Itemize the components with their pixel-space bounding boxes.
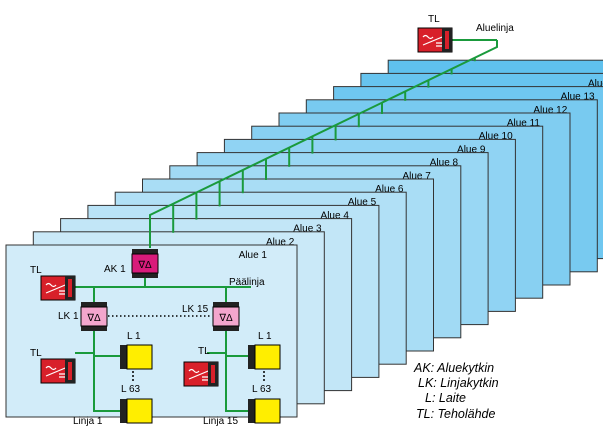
area-coupler: ∇Δ bbox=[131, 249, 159, 278]
bus-wires bbox=[75, 278, 251, 412]
area-label-3: Alue 3 bbox=[293, 224, 322, 235]
line-15-power-supply-icon bbox=[183, 361, 219, 387]
backbone-drops bbox=[172, 58, 476, 233]
line-coupler-15-symbol: ∇Δ bbox=[218, 313, 233, 324]
area-label-5: Alue 5 bbox=[348, 197, 377, 208]
line-coupler-1: ∇Δ bbox=[80, 302, 108, 331]
area-label-14: Alue 14 bbox=[588, 78, 603, 89]
line-1-last-device bbox=[120, 398, 153, 424]
area-coupler-symbol: ∇Δ bbox=[137, 260, 152, 271]
area-label-10: Alue 10 bbox=[479, 131, 513, 142]
main-line-label: Päälinja bbox=[229, 277, 265, 288]
line-1-last-device-label: L 63 bbox=[121, 384, 141, 395]
area-label-12: Alue 12 bbox=[533, 105, 567, 116]
line-coupler-15-label: LK 15 bbox=[182, 304, 209, 315]
main-line-supply-label: TL bbox=[30, 265, 42, 276]
main-line-power-supply-icon bbox=[40, 275, 76, 301]
line-coupler-15: ∇Δ bbox=[212, 302, 240, 331]
legend-teholahde: TL: Teholähde bbox=[416, 407, 496, 421]
legend-laite: L: Laite bbox=[425, 391, 466, 405]
line-1-label: Linja 1 bbox=[73, 416, 103, 427]
backbone-label: Aluelinja bbox=[476, 23, 514, 34]
backbone: TL Aluelinja bbox=[149, 14, 514, 248]
area-label-1: Alue 1 bbox=[239, 250, 268, 261]
line-15-first-device-label: L 1 bbox=[258, 331, 272, 342]
line-15-first-device bbox=[248, 344, 281, 370]
line-1-ellipsis bbox=[132, 371, 134, 381]
line-15-last-device bbox=[248, 398, 281, 424]
line-1-first-device-label: L 1 bbox=[127, 331, 141, 342]
line-15-ellipsis bbox=[263, 371, 265, 381]
legend-linjakytkin: LK: Linjakytkin bbox=[418, 376, 499, 390]
line-coupler-1-symbol: ∇Δ bbox=[86, 313, 101, 324]
area-coupler-label: AK 1 bbox=[104, 264, 126, 275]
line-15-label: Linja 15 bbox=[203, 416, 238, 427]
area-1-content: ∇Δ AK 1 ∇Δ LK 1 ∇Δ LK 15 Päälinja TL TL … bbox=[30, 249, 281, 427]
legend-aluekytkin: AK: Aluekytkin bbox=[413, 361, 494, 375]
line-1-power-supply-icon bbox=[40, 358, 76, 384]
line-15-last-device-label: L 63 bbox=[252, 384, 272, 395]
line-15-supply-label: TL bbox=[198, 346, 210, 357]
area-label-9: Alue 9 bbox=[457, 144, 486, 155]
area-label-7: Alue 7 bbox=[402, 171, 431, 182]
backbone-line bbox=[149, 40, 498, 248]
area-label-6: Alue 6 bbox=[375, 184, 404, 195]
line-1-supply-label: TL bbox=[30, 348, 42, 359]
backbone-power-supply-icon bbox=[417, 27, 453, 53]
backbone-supply-label: TL bbox=[428, 14, 440, 25]
area-label-13: Alue 13 bbox=[561, 92, 595, 103]
line-coupler-1-label: LK 1 bbox=[58, 311, 79, 322]
area-label-4: Alue 4 bbox=[321, 210, 350, 221]
area-label-11: Alue 11 bbox=[507, 118, 541, 129]
legend: AK: Aluekytkin LK: Linjakytkin L: Laite … bbox=[413, 361, 499, 421]
area-label-2: Alue 2 bbox=[266, 237, 295, 248]
area-label-8: Alue 8 bbox=[430, 158, 459, 169]
line-1-first-device bbox=[120, 344, 153, 370]
